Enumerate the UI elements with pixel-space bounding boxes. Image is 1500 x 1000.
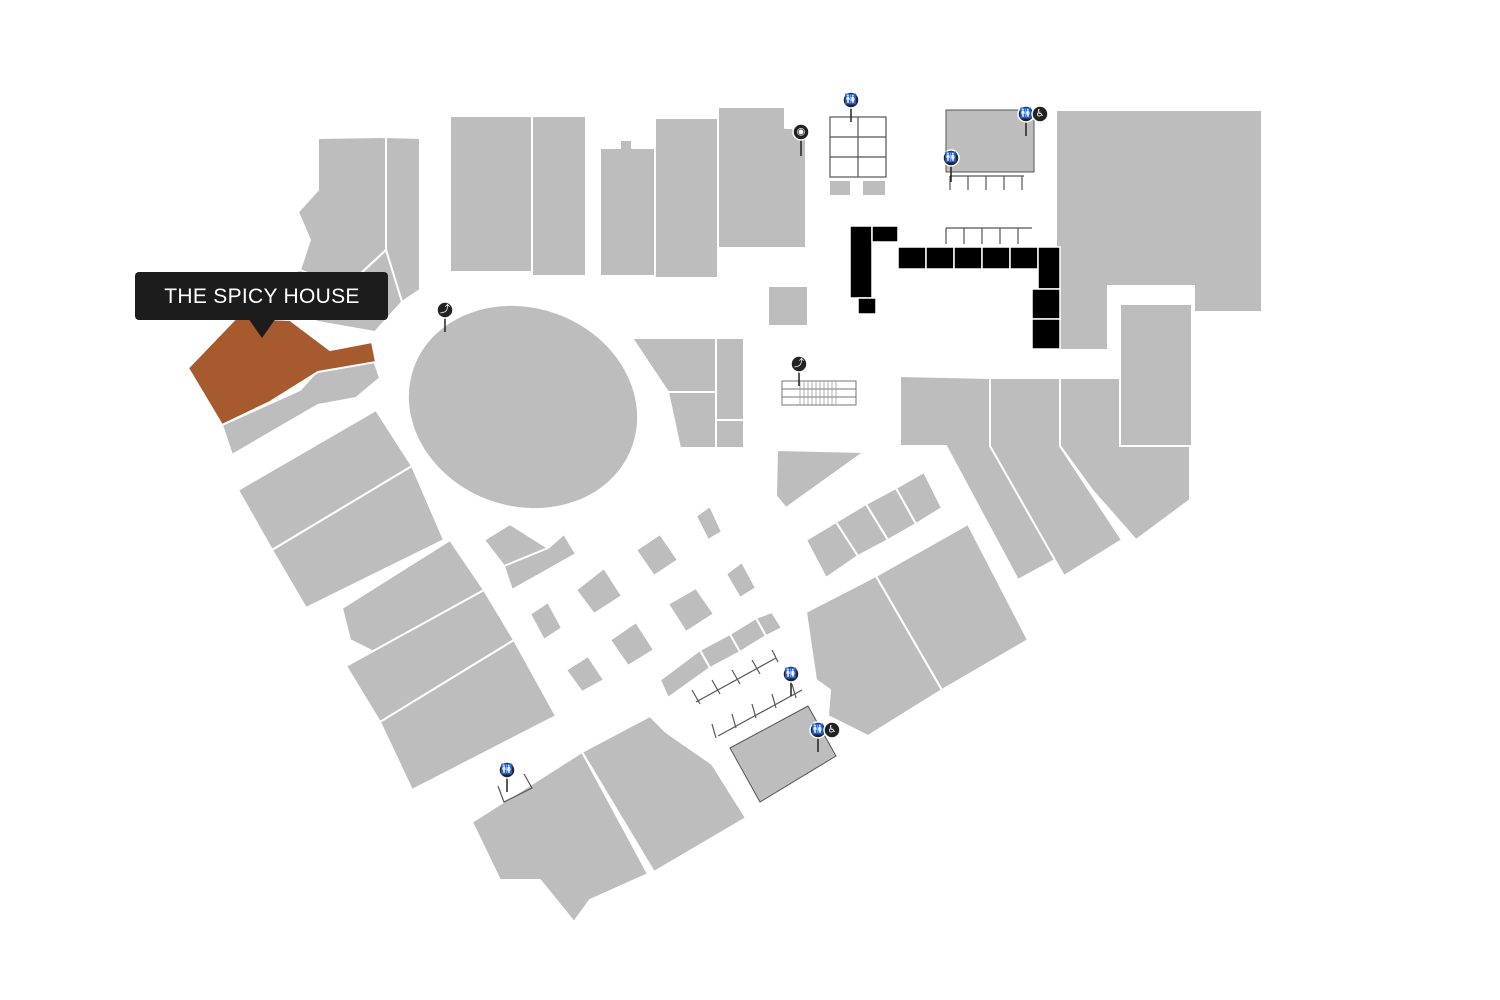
svg-text:🚻: 🚻 [945,151,957,164]
store-unit[interactable] [828,179,852,197]
kiosk[interactable] [529,601,563,641]
kiosk[interactable] [725,561,757,599]
store-label-text: THE SPICY HOUSE [164,285,360,308]
kiosk-units [483,505,757,693]
store-unit[interactable] [1031,288,1061,320]
store-unit[interactable] [1009,246,1039,270]
escalator-center-graphic [781,380,857,406]
store-unit[interactable] [654,117,719,279]
kiosk[interactable] [695,505,723,541]
restroom-icon[interactable]: 🚻 [498,761,516,792]
store-unit[interactable] [449,115,533,273]
anchor-blocks-black [849,225,1061,350]
store-unit[interactable] [953,246,983,270]
store-units-east-center [805,471,943,579]
escalator-icon[interactable]: ⤴ [436,301,454,332]
store-units-southeast [729,523,1029,803]
store-unit[interactable] [715,419,745,449]
restroom-icon[interactable]: 🚻 [1017,105,1035,136]
store-unit[interactable] [471,751,649,923]
restroom-icon[interactable]: 🚻 [782,665,800,696]
restroom-icon[interactable]: 🚻 [842,91,860,122]
store-unit[interactable] [1031,318,1061,350]
store-unit[interactable] [775,449,865,509]
store-units-west [237,409,557,791]
store-unit[interactable] [849,225,873,299]
svg-text:🚻: 🚻 [812,723,824,736]
kiosk[interactable] [609,621,655,667]
kiosk[interactable] [575,567,623,615]
store-unit[interactable] [871,225,899,243]
svg-text:♿: ♿ [828,725,837,736]
store-unit[interactable] [1037,246,1061,290]
store-unit[interactable] [875,523,1029,691]
store-unit[interactable] [755,611,783,637]
store-unit[interactable] [925,246,955,270]
escalator-icon[interactable]: ⤴ [790,355,808,386]
strip-units-south [659,611,803,739]
store-unit-anchor-east[interactable] [1055,109,1263,351]
amenity-pins: 🚻 ◉ 🚻 ♿ 🚻 ⤴ ⤴ [436,91,1049,792]
baby-change-icon[interactable]: ◉ [792,123,810,156]
wheelchair-icon[interactable]: ♿ [1031,105,1049,123]
svg-text:♿: ♿ [1036,109,1045,120]
svg-text:◉: ◉ [797,127,806,138]
store-label-background [135,272,388,320]
store-unit[interactable] [379,639,557,791]
kiosk[interactable] [565,655,605,693]
store-unit[interactable] [271,465,445,609]
store-units-north [449,106,809,327]
svg-text:🚻: 🚻 [785,667,797,680]
store-units-south [471,715,747,923]
kiosk[interactable] [503,533,577,591]
store-unit[interactable] [767,285,809,327]
store-unit[interactable] [895,471,943,525]
store-unit[interactable] [385,136,421,303]
store-unit[interactable] [861,179,887,197]
store-unit[interactable] [221,359,381,456]
restroom-block-north [828,116,887,197]
svg-text:🚻: 🚻 [1020,107,1032,120]
store-unit[interactable] [897,246,927,270]
wheelchair-icon[interactable]: ♿ [823,721,841,739]
store-label-pointer [248,318,276,338]
store-units-northeast [945,109,1263,351]
store-unit[interactable] [715,337,745,421]
store-unit[interactable] [531,115,587,277]
svg-text:🚻: 🚻 [501,763,513,776]
kiosk[interactable] [635,533,679,577]
svg-text:⤴: ⤴ [794,357,804,370]
store-unit[interactable] [631,337,717,393]
store-unit[interactable] [717,106,807,249]
store-unit[interactable] [659,649,711,699]
store-units-center [631,337,865,509]
store-units-east [899,303,1193,581]
store-unit[interactable] [945,109,1035,173]
store-unit[interactable] [581,715,747,873]
central-atrium-store[interactable] [379,273,667,541]
store-unit[interactable] [981,246,1011,270]
svg-text:⤴: ⤴ [440,303,450,316]
restroom-icon[interactable]: 🚻 [942,149,960,182]
store-unit[interactable] [1119,303,1193,447]
store-label-callout[interactable]: THE SPICY HOUSE [135,272,388,338]
kiosk[interactable] [667,587,715,633]
store-unit[interactable] [667,391,717,449]
store-unit[interactable] [857,297,877,315]
svg-text:🚻: 🚻 [845,93,857,106]
store-unit[interactable] [599,139,656,277]
